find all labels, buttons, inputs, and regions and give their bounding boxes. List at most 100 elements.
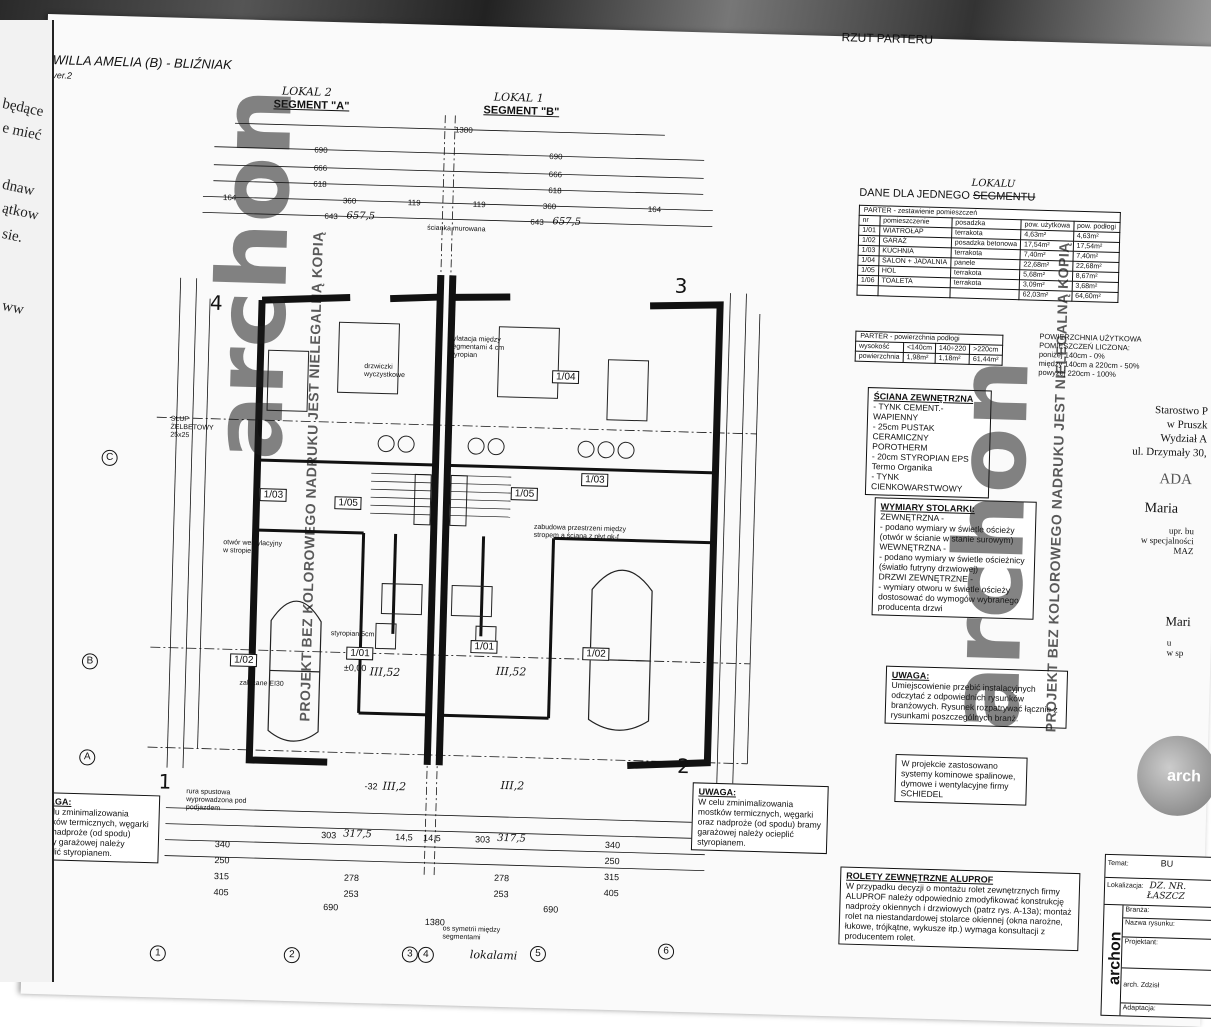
dim-253-b: 253 [493,888,509,900]
axis-a: A [79,749,96,766]
cell [856,285,878,296]
dim-643-b: 643 [530,217,544,227]
dim-6575-b: 657,5 [552,216,582,228]
dim-360-b: 360 [542,201,557,212]
dane-title-struck: SEGMENTU [972,189,1036,204]
corner-number-3: 3 [674,273,688,298]
title-block-brand-text: archon [1105,931,1125,986]
dim-145-a: 14,5 [395,832,413,843]
title-block-row: arch. Zdzisł [1120,980,1211,1007]
dim-690-bottom-b: 690 [543,904,559,915]
lokalami-hand: lokalami [469,948,518,963]
axis-b: B [81,653,99,670]
title-block-temat: Temat: BU [1105,854,1211,882]
schiedel-text: W projekcie zastosowano systemy kominowe… [900,758,1016,800]
archon-seal-logo: arch [1136,734,1211,817]
dim-315-b: 315 [603,871,620,883]
dim-6575-a: 657,5 [346,210,376,223]
room-1-01-b: 1/01 [470,640,499,654]
dim-405-a: 405 [213,886,229,898]
furniture [266,321,650,653]
dim-690-a: 690 [314,145,328,155]
cell: 64,60m² [1071,291,1118,303]
dim-340-a: 340 [214,838,231,850]
note-os-symetrii: os symetrii między segmentami [442,925,501,942]
cell: powierzchnia [855,351,904,363]
room-1-03-b: 1/03 [581,473,609,487]
seal-text: arch [1166,767,1202,786]
watermark-archon-right: archon [928,357,1051,732]
note-uwaga-right-text: W celu zminimalizowania mostków termiczn… [697,796,822,848]
cell: 1/06 [857,275,879,286]
inner-walls [255,458,716,720]
note-drzwiczki: drzwiczki wyczystkowe [363,362,405,380]
axis-1: 1 [149,945,167,962]
cell: 1/05 [857,265,879,276]
dane-title-hand: LOKALU [971,177,1016,191]
dim-278-b: 278 [493,872,510,884]
dim-119-a: 119 [407,198,421,208]
room-1-02-b: 1/02 [582,647,610,661]
schiedel-note: W projekcie zastosowano systemy kominowe… [894,753,1028,806]
title-block-row: Projektant: [1121,937,1211,972]
stamp-person-2: Mari [1165,613,1191,630]
outer-walls [245,274,724,769]
title-block: Temat: BU Lokalizacja: DZ. NR. ŁASZCZ ar… [1100,853,1211,1020]
level-hand-d: III,52 [495,664,527,679]
axis-6: 6 [657,943,675,960]
note-level-minus-a: -32 [364,781,378,792]
dim-666-a: 666 [313,163,328,173]
stamp-role-line: u [1166,637,1172,648]
dim-315-a: 315 [213,870,230,882]
note-rura-a: rura spustowa wyprowadzona pod podjazdem [185,788,247,813]
note-level-zero-a: ±0,00 [343,662,367,674]
axis-3: 3 [401,946,419,963]
lok-value-2: ŁASZCZ [1146,891,1186,903]
cell: 1,98m² [902,352,936,364]
stamp-role-line: w sp [1166,647,1184,658]
dim-340-b: 340 [604,839,621,851]
stamp-role: upr. bu w specjalności MAZ [1133,525,1194,557]
note-zalecane-a: zalecane EI30 [239,679,284,688]
note-zabudowa: zabudowa przestrzeni między stropem a śc… [533,523,627,542]
left-page-text: sie. [0,226,24,246]
left-page-text: ww [0,297,26,319]
dim-643-a: 643 [324,211,338,222]
segment-b-handwritten: LOKAL 1 [493,90,544,105]
dim-1380: 1380 [454,125,473,135]
title-block-lokalizacja: Lokalizacja: DZ. NR. ŁASZCZ [1104,877,1211,909]
stamp-role-line: MAZ [1173,545,1194,557]
dane-header-nr: nr [858,215,880,226]
dane-title-text: DANE DLA JEDNEGO [859,186,971,202]
dim-164-b: 164 [647,204,662,215]
sheet-title: RZUT PARTERU [841,30,934,47]
level-hand-a: III,2 [382,779,407,794]
cell: 1/02 [858,235,880,246]
dim-690-bottom-a: 690 [323,902,339,913]
cell [877,285,951,298]
lok-label: Lokalizacja: [1106,881,1144,890]
rolety-note: ROLETY ZEWNĘTRZNE ALUPROF W przypadku de… [838,866,1081,952]
stamp-name: ADA [1159,471,1193,489]
left-page-text: będące [0,95,45,121]
left-page-text: dnaw [0,176,36,200]
axis-c: C [101,449,118,467]
room-1-04-b: 1/04 [551,370,580,384]
note-styropian: styropian 5cm [330,630,375,639]
watermark-archon-left: archon [191,86,314,462]
stamp-role-line: w specjalności [1140,534,1194,547]
rolety-text: W przypadku decyzji o montażu rolet zewn… [844,880,1072,943]
project-version: ver.2 [52,70,73,81]
cell: 1/04 [857,255,879,266]
dim-250-b: 250 [604,855,620,867]
stairs [370,472,512,518]
dim-618-b: 618 [548,186,562,196]
level-hand-b: III,2 [500,778,525,793]
corner-number-2: 2 [676,753,691,779]
title-block-body: archon Branża: Nazwa rysunku: Projektant… [1101,904,1211,1018]
cell [949,287,1020,300]
level-hand-c: III,52 [369,665,401,680]
dim-145-b: 14,5 [423,832,441,844]
project-title: WILLA AMELIA (B) - BLIŹNIAK [52,52,233,73]
axis-5: 5 [529,945,547,963]
